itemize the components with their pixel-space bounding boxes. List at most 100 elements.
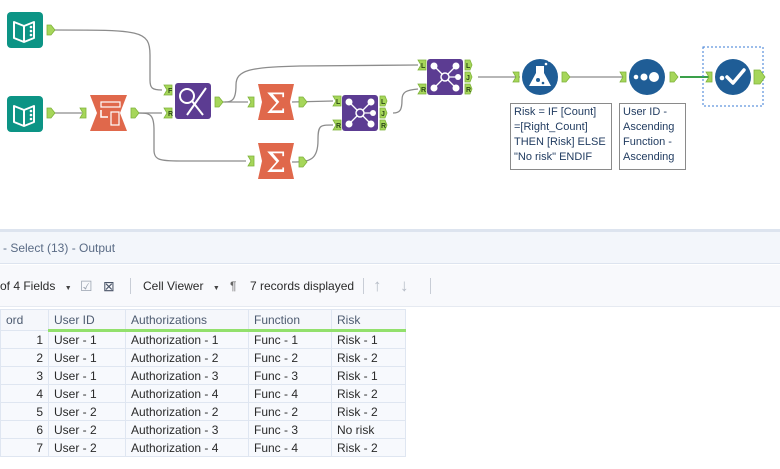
svg-text:L: L: [381, 99, 386, 106]
output-anchor: [130, 107, 140, 119]
svg-text:J: J: [466, 75, 470, 82]
svg-text:R: R: [336, 123, 341, 130]
arrow-up-icon[interactable]: ↑: [373, 276, 382, 295]
cell-function[interactable]: Func - 3: [248, 366, 332, 385]
cell-risk[interactable]: Risk - 2: [331, 438, 406, 457]
cell-user-id[interactable]: User - 2: [48, 402, 126, 421]
column-header-risk[interactable]: Risk: [331, 309, 406, 332]
column-header-user-id[interactable]: User ID: [48, 309, 126, 332]
cell-authorization[interactable]: Authorization - 2: [125, 348, 249, 367]
output-anchor: [214, 96, 224, 108]
input-data-tool-2[interactable]: [7, 96, 43, 132]
svg-text:L: L: [421, 63, 426, 70]
cell-function[interactable]: Func - 2: [248, 402, 332, 421]
check-all-icon[interactable]: ☑: [80, 278, 93, 294]
header-row: ord User ID Authorizations Function Risk: [0, 309, 406, 332]
cell-record[interactable]: 6: [0, 420, 49, 439]
output-anchor: [753, 69, 766, 85]
uncheck-all-icon[interactable]: ⊠: [103, 278, 115, 294]
column-header-function[interactable]: Function: [248, 309, 332, 332]
cell-authorization[interactable]: Authorization - 1: [125, 330, 249, 349]
results-title: - Select (13) - Output: [3, 241, 116, 255]
chevron-down-icon: ▼: [64, 285, 72, 292]
cell-authorization[interactable]: Authorization - 3: [125, 366, 249, 385]
panel-splitter[interactable]: [0, 229, 780, 232]
cell-authorization[interactable]: Authorization - 4: [125, 384, 249, 403]
cell-record[interactable]: 1: [0, 330, 49, 349]
fields-dropdown[interactable]: of 4 Fields ▼: [0, 265, 72, 307]
column-header-record[interactable]: ord: [0, 309, 49, 331]
pilcrow-icon[interactable]: ¶: [230, 279, 237, 293]
cell-function[interactable]: Func - 3: [248, 420, 332, 439]
svg-text:Σ: Σ: [266, 87, 286, 120]
cell-record[interactable]: 2: [0, 348, 49, 367]
output-anchor: [561, 71, 571, 83]
cell-record[interactable]: 7: [0, 438, 49, 457]
cell-record[interactable]: 5: [0, 402, 49, 421]
svg-text:R: R: [381, 123, 386, 130]
cell-authorization[interactable]: Authorization - 3: [125, 420, 249, 439]
select-tool[interactable]: [90, 95, 127, 131]
fields-label: of 4 Fields: [0, 279, 56, 293]
svg-text:R: R: [168, 111, 173, 118]
join-tool-2[interactable]: L R L J R: [417, 59, 473, 95]
workflow-diagram: F R Σ Σ L R: [7, 12, 766, 179]
formula-tool[interactable]: [522, 59, 558, 95]
arrow-down-icon[interactable]: ↓: [400, 276, 409, 295]
connection-findreplace-join2: [224, 64, 419, 103]
cell-viewer-dropdown[interactable]: Cell Viewer ▼: [143, 265, 220, 307]
chevron-down-icon: ▼: [212, 285, 220, 292]
formula-annotation: Risk = IF [Count] =[Right_Count] THEN [R…: [510, 103, 612, 170]
svg-text:R: R: [466, 87, 471, 94]
summarize-tool-2[interactable]: Σ: [258, 143, 294, 179]
find-replace-tool[interactable]: F R: [163, 83, 211, 119]
cell-record[interactable]: 4: [0, 384, 49, 403]
cell-risk[interactable]: Risk - 1: [331, 366, 406, 385]
cell-function[interactable]: Func - 1: [248, 330, 332, 349]
cell-viewer-label: Cell Viewer: [143, 279, 204, 293]
column-header-authorizations[interactable]: Authorizations: [125, 309, 249, 332]
cell-user-id[interactable]: User - 2: [48, 420, 126, 439]
cell-risk[interactable]: Risk - 2: [331, 348, 406, 367]
cell-user-id[interactable]: User - 1: [48, 330, 126, 349]
cell-risk[interactable]: Risk - 1: [331, 330, 406, 349]
cell-user-id[interactable]: User - 1: [48, 348, 126, 367]
summarize-tool-1[interactable]: Σ: [258, 84, 294, 120]
cell-risk[interactable]: Risk - 2: [331, 402, 406, 421]
cell-function[interactable]: Func - 4: [248, 438, 332, 457]
cell-risk[interactable]: No risk: [331, 420, 406, 439]
sort-tool[interactable]: [629, 59, 665, 95]
join-tool-1[interactable]: L R L J R: [332, 95, 388, 131]
svg-text:L: L: [336, 99, 341, 106]
connection-summarize2-join1: [291, 124, 334, 163]
input-anchor: [619, 71, 627, 83]
input-anchor: [247, 155, 255, 167]
select-records-tool[interactable]: [715, 59, 751, 95]
svg-text:Σ: Σ: [266, 146, 286, 179]
cell-function[interactable]: Func - 2: [248, 348, 332, 367]
workflow-canvas[interactable]: F R Σ Σ L R: [0, 0, 780, 228]
svg-text:L: L: [466, 63, 471, 70]
cell-record[interactable]: 3: [0, 366, 49, 385]
input-data-tool-1[interactable]: [7, 12, 43, 48]
cell-user-id[interactable]: User - 2: [48, 438, 126, 457]
cell-user-id[interactable]: User - 1: [48, 384, 126, 403]
sort-annotation: User ID - Ascending Function - Ascending: [619, 103, 686, 170]
toolbar-divider: [130, 278, 131, 294]
output-anchor: [46, 107, 56, 119]
results-toolbar: of 4 Fields ▼ ☑ ⊠ Cell Viewer ▼ ¶ 7 reco…: [0, 265, 780, 307]
cell-risk[interactable]: Risk - 2: [331, 384, 406, 403]
cell-authorization[interactable]: Authorization - 2: [125, 402, 249, 421]
cell-function[interactable]: Func - 4: [248, 384, 332, 403]
svg-text:F: F: [168, 88, 173, 95]
output-anchor: [298, 96, 308, 108]
cell-authorization[interactable]: Authorization - 4: [125, 438, 249, 457]
cell-user-id[interactable]: User - 1: [48, 366, 126, 385]
